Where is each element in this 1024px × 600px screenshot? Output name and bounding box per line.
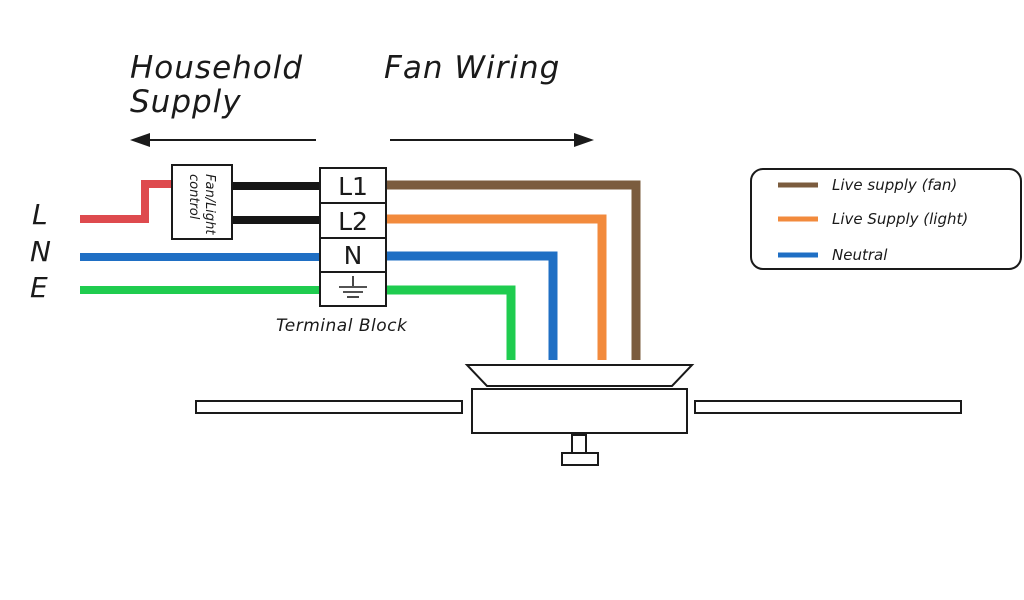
- switch-label-line2: control: [186, 174, 201, 220]
- fan-light-stem: [571, 434, 587, 454]
- live-input-label: L: [32, 198, 48, 231]
- terminal-l2-label: L2: [338, 207, 368, 236]
- fan-blade-left: [195, 400, 463, 414]
- live-input-wire: [80, 180, 172, 223]
- fan-live-wire: [386, 180, 641, 360]
- fan-blade-right: [694, 400, 962, 414]
- earth-input-label: E: [30, 271, 48, 304]
- fan-light-control-switch: Fan/Light control: [171, 164, 233, 240]
- household-supply-heading-line1: Household: [130, 50, 303, 86]
- terminal-block-caption: Terminal Block: [276, 316, 408, 336]
- neutral-input-label: N: [30, 235, 51, 268]
- wire-color-legend: Live supply (fan) Live Supply (light) Ne…: [750, 168, 1022, 270]
- fan-direction-arrow: [390, 133, 594, 147]
- fan-light-bulb: [561, 452, 599, 466]
- legend-label-fan-live: Live supply (fan): [832, 176, 957, 194]
- neutral-fan-wire: [386, 251, 558, 360]
- legend-label-light-live: Live Supply (light): [832, 210, 968, 228]
- terminal-block: L1 L2 N: [319, 167, 387, 307]
- earth-symbol-icon: [339, 276, 367, 298]
- legend-label-neutral: Neutral: [832, 246, 888, 264]
- terminal-l1-label: L1: [338, 172, 368, 201]
- fan-canopy: [464, 364, 695, 387]
- supply-direction-arrow: [130, 133, 316, 147]
- light-live-wire: [386, 214, 607, 360]
- earth-fan-wire: [386, 285, 516, 360]
- ceiling-fan-icon: [195, 364, 962, 466]
- fan-motor-housing: [471, 388, 688, 434]
- terminal-n-label: N: [344, 241, 363, 270]
- household-supply-heading-line2: Supply: [130, 84, 242, 120]
- switch-label-line1: Fan/Light: [202, 174, 217, 235]
- fan-wiring-heading: Fan Wiring: [384, 50, 560, 86]
